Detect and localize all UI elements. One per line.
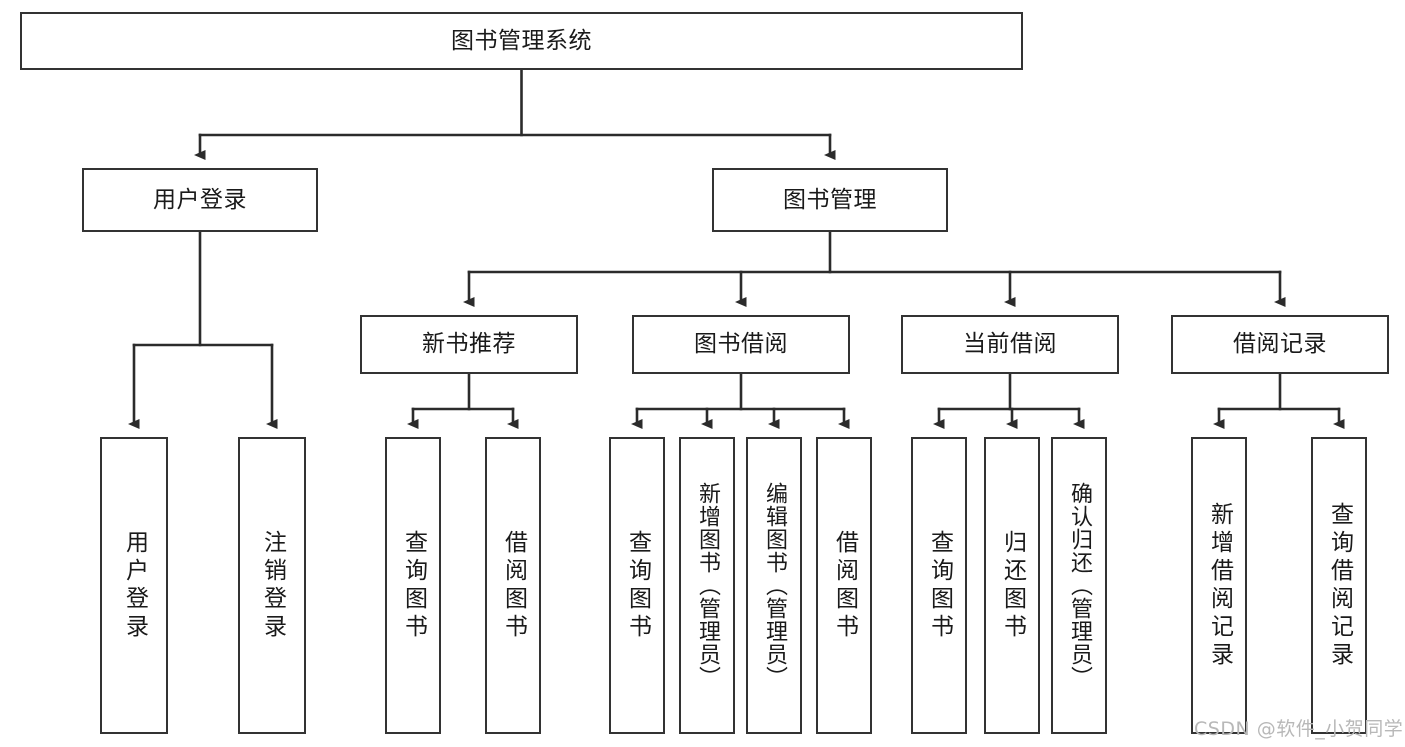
node-borrow-records[interactable]: 借阅记录 [1171,315,1389,374]
node-leaf-logout[interactable]: 注销登录 [238,437,306,734]
node-label: 借阅图书 [500,529,527,642]
node-new-book-recommend[interactable]: 新书推荐 [360,315,578,374]
node-label: 查询借阅记录 [1326,501,1353,670]
node-leaf-query-book-current[interactable]: 查询图书 [911,437,967,734]
node-label: 新书推荐 [422,331,516,358]
node-label: 借阅记录 [1233,331,1327,358]
node-label: 查询图书 [926,529,953,642]
node-label: 新增借阅记录 [1206,501,1233,670]
node-root-system[interactable]: 图书管理系统 [20,12,1023,70]
node-leaf-user-login[interactable]: 用户登录 [100,437,168,734]
node-leaf-add-borrow-record[interactable]: 新增借阅记录 [1191,437,1247,734]
node-leaf-edit-book[interactable]: 编辑图书（管理员） [746,437,802,734]
node-label: 注销登录 [259,529,286,642]
node-leaf-return-book[interactable]: 归还图书 [984,437,1040,734]
node-label: 查询图书 [624,529,651,642]
node-current-borrow[interactable]: 当前借阅 [901,315,1119,374]
node-leaf-borrow-book-recommend[interactable]: 借阅图书 [485,437,541,734]
node-leaf-borrow-book[interactable]: 借阅图书 [816,437,872,734]
node-user-login[interactable]: 用户登录 [82,168,318,232]
node-label: 归还图书 [999,529,1026,642]
node-book-borrow[interactable]: 图书借阅 [632,315,850,374]
node-book-management[interactable]: 图书管理 [712,168,948,232]
node-leaf-query-book-recommend[interactable]: 查询图书 [385,437,441,734]
node-label: 新增图书（管理员） [695,482,720,689]
node-label: 借阅图书 [831,529,858,642]
node-label: 图书借阅 [694,331,788,358]
node-label: 图书管理系统 [451,27,592,54]
node-label: 当前借阅 [963,331,1057,358]
node-label: 确认归还（管理员） [1067,482,1092,689]
node-label: 图书管理 [783,186,877,213]
node-leaf-confirm-return[interactable]: 确认归还（管理员） [1051,437,1107,734]
node-label: 用户登录 [153,186,247,213]
watermark-credit: CSDN @软件_小贺同学 [1194,718,1404,740]
node-label: 查询图书 [400,529,427,642]
node-label: 用户登录 [121,529,148,642]
node-leaf-add-book[interactable]: 新增图书（管理员） [679,437,735,734]
node-label: 编辑图书（管理员） [762,482,787,689]
node-leaf-query-borrow-record[interactable]: 查询借阅记录 [1311,437,1367,734]
node-leaf-query-book-borrow[interactable]: 查询图书 [609,437,665,734]
